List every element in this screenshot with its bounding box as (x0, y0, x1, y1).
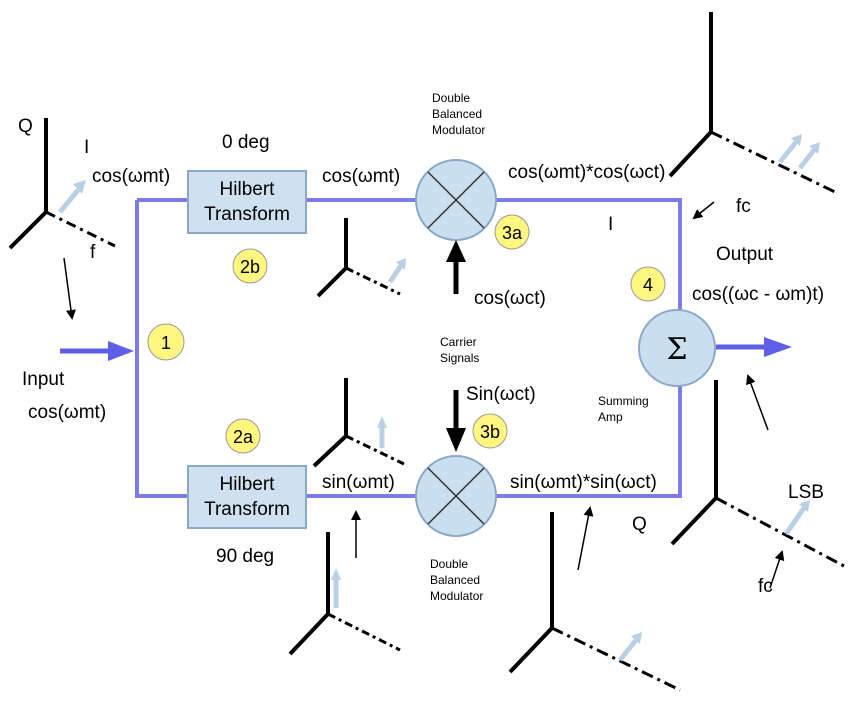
mixer-bottom (415, 455, 497, 537)
hilbert-bottom-line2: Transform (204, 499, 290, 520)
top-modulator-line3: Modulator (432, 123, 485, 137)
axis-label-f: f (90, 242, 96, 263)
input-label: Input (22, 369, 65, 390)
hilbert-top-line1: Hilbert (220, 179, 276, 200)
axes-bottom-left (288, 532, 330, 656)
wire-bottom-mixer-to-sum (496, 385, 682, 498)
output-label: Output (716, 244, 774, 265)
sigma-symbol: Σ (666, 332, 687, 367)
phase-90-label: 90 deg (216, 546, 274, 567)
mixer-top (415, 159, 497, 241)
carrier-arrow-down (446, 390, 466, 452)
spectral-arrowheads (73, 134, 820, 644)
fc-top-label: fc (736, 196, 751, 217)
input-signal-label: cos(ωmt) (28, 402, 106, 423)
badge-4: 4 (630, 266, 666, 302)
hilbert-top-line2: Transform (204, 204, 290, 225)
output-arrow (716, 337, 792, 357)
pointer-arrows (63, 201, 785, 589)
phase-0-label: 0 deg (222, 132, 270, 153)
top-modulator-line2: Balanced (432, 107, 482, 121)
bottom-modulator-line2: Balanced (430, 573, 480, 587)
carrier-sin-label: Sin(ωct) (466, 384, 536, 405)
wire-top-mixer-to-sum (496, 198, 682, 315)
hilbert-transform-bottom-box (187, 465, 307, 529)
bottom-mixer-output: sin(ωmt)*sin(ωct) (510, 472, 657, 493)
top-box-output: cos(ωmt) (322, 166, 400, 187)
spectrum-axes (8, 12, 845, 692)
signal-path (135, 198, 682, 498)
axes-top-right (668, 12, 713, 178)
svg-text:2b: 2b (240, 257, 260, 277)
fc-bottom-label: fc (758, 576, 773, 597)
summing-amp-line2: Amp (598, 410, 623, 424)
svg-text:4: 4 (643, 275, 653, 295)
badge-2b: 2b (232, 248, 268, 284)
channel-i-label: I (608, 214, 613, 235)
svg-text:3a: 3a (502, 223, 523, 243)
spectral-components (58, 140, 816, 662)
top-modulator-line1: Double (432, 91, 470, 105)
axes-bottom-middle (508, 512, 554, 674)
top-mixer-output: cos(ωmt)*cos(ωct) (508, 162, 665, 183)
wire-split-left (135, 200, 188, 498)
axes-input (8, 118, 48, 250)
output-signal-label: cos((ωc - ωm)t) (692, 284, 824, 305)
svg-text:3b: 3b (480, 422, 500, 442)
badge-1: 1 (147, 323, 185, 361)
lsb-label: LSB (788, 482, 824, 503)
input-arrow (60, 341, 134, 361)
carrier-arrow-up (446, 240, 466, 294)
badge-3b: 3b (472, 413, 508, 449)
badge-3a: 3a (494, 214, 530, 250)
summing-amp-circle (638, 309, 716, 387)
bottom-box-output: sin(ωmt) (322, 472, 395, 493)
bottom-modulator-line1: Double (430, 557, 468, 571)
svg-text:1: 1 (161, 333, 171, 353)
axis-label-i: I (84, 137, 89, 158)
axis-label-q: Q (18, 116, 33, 137)
hilbert-bottom-line1: Hilbert (220, 474, 276, 495)
channel-q-label: Q (632, 514, 647, 535)
axes-2b (316, 218, 348, 298)
summing-amp-line1: Summing (598, 394, 649, 408)
carrier-signals-line1: Carrier (440, 335, 477, 349)
hilbert-transform-top-box (187, 170, 307, 234)
carrier-signals-line2: Signals (440, 351, 479, 365)
badge-2a: 2a (225, 418, 261, 454)
carrier-cos-label: cos(ωct) (474, 288, 546, 309)
svg-text:2a: 2a (233, 427, 254, 447)
input-cos-label: cos(ωmt) (92, 166, 170, 187)
axes-2a (312, 378, 348, 468)
bottom-modulator-line3: Modulator (430, 589, 483, 603)
